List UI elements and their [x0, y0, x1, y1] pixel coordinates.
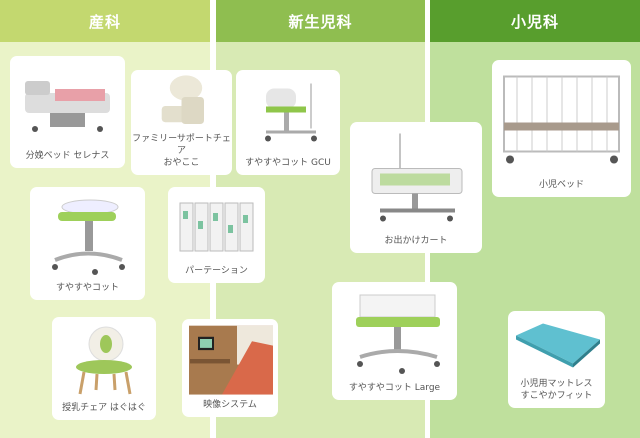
- product-pediatric-bed[interactable]: 小児ベッド: [492, 60, 631, 197]
- delivery-bed-icon: [25, 81, 110, 132]
- mattress-icon: [516, 323, 600, 368]
- product-nursing-chair[interactable]: 授乳チェア はぐはぐ: [52, 317, 156, 420]
- product-cart[interactable]: お出かけカート: [350, 122, 482, 253]
- cot-gcu-icon: [265, 83, 317, 142]
- product-label: パーテーション: [185, 266, 248, 276]
- product-label: 映像システム: [203, 400, 257, 410]
- product-cot-large[interactable]: すやすやコット Large: [332, 282, 457, 400]
- product-mattress[interactable]: 小児用マットレス すこやかフィット: [508, 311, 605, 408]
- partition-icon: [179, 202, 254, 252]
- product-label: すやすやコット GCU: [245, 158, 331, 168]
- product-label: すやすやコット Large: [348, 383, 441, 393]
- cot-icon: [52, 199, 125, 275]
- cart-icon: [371, 133, 463, 222]
- product-cot-gcu[interactable]: すやすやコット GCU: [236, 70, 340, 175]
- header-obstetrics[interactable]: 産科: [0, 0, 210, 42]
- product-delivery-bed[interactable]: 分娩ベッド セレナス: [10, 56, 125, 168]
- product-cot[interactable]: すやすやコット: [30, 187, 145, 300]
- product-label: 授乳チェア はぐはぐ: [62, 403, 146, 413]
- video-system-icon: [189, 325, 273, 395]
- product-label: お出かけカート: [384, 236, 448, 246]
- product-label: 分娩ベッド セレナス: [25, 151, 110, 161]
- support-chair-icon: [161, 75, 204, 124]
- header-pediatrics[interactable]: 小児科: [430, 0, 640, 42]
- product-label: ファミリーサポートチェア おやここ: [132, 134, 231, 168]
- product-label: 小児ベッド: [538, 180, 584, 190]
- product-label: すやすやコット: [55, 283, 119, 293]
- cot-large-icon: [356, 294, 440, 374]
- pediatric-bed-icon: [503, 75, 620, 164]
- product-label: 小児用マットレス すこやかフィット: [520, 379, 593, 401]
- header-neonatal[interactable]: 新生児科: [216, 0, 425, 42]
- nursing-chair-icon: [76, 326, 132, 395]
- product-partition[interactable]: パーテーション: [168, 187, 265, 283]
- product-support-chair[interactable]: ファミリーサポートチェア おやここ: [131, 70, 232, 175]
- product-video-system[interactable]: 映像システム: [182, 319, 278, 417]
